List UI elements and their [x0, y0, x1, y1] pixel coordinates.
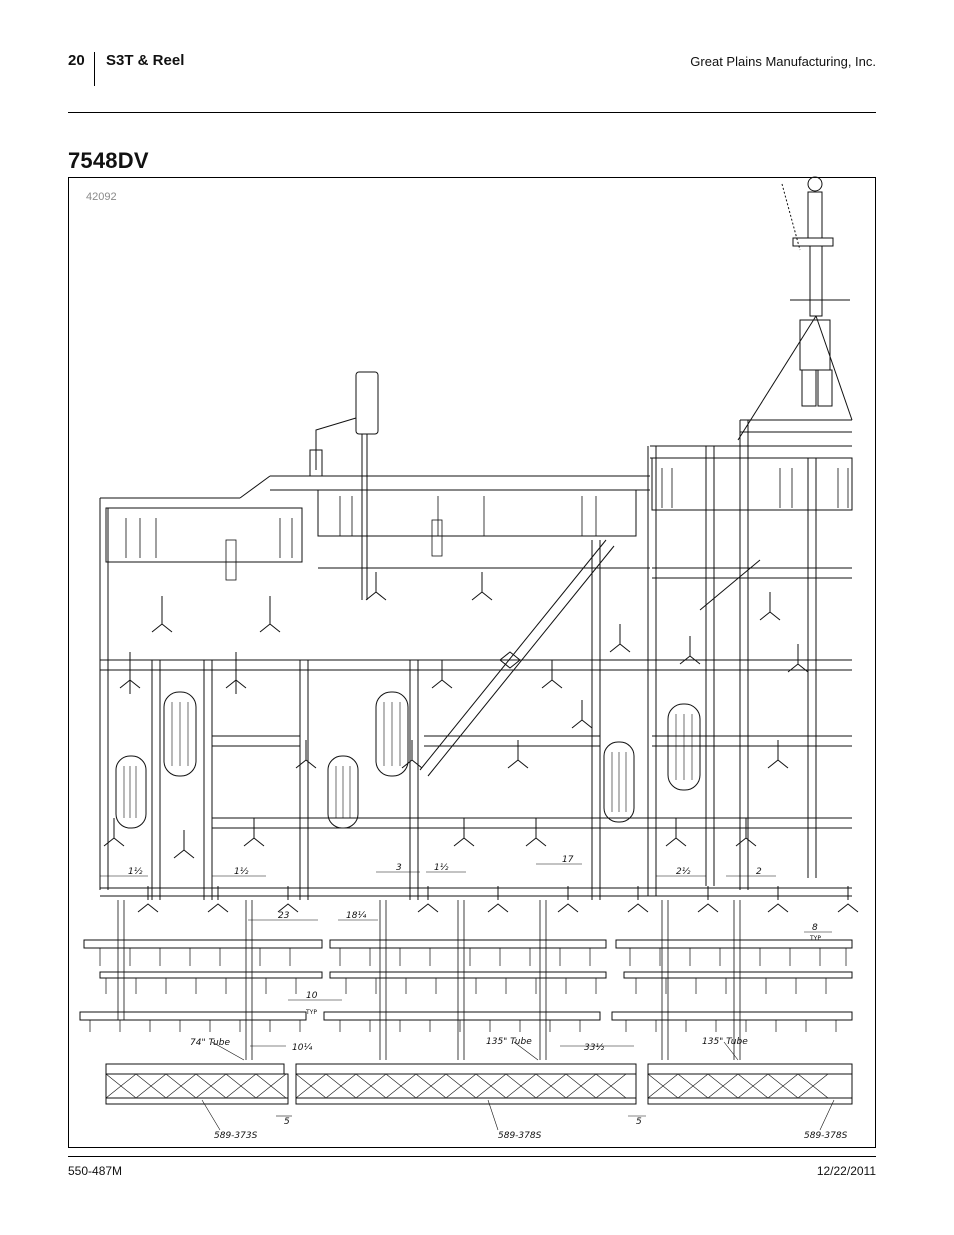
footer-rule — [68, 1156, 876, 1157]
callout-135-tube-b: 135" Tube — [702, 1037, 748, 1047]
figure-number: 42092 — [86, 191, 117, 203]
callout-part-589-373s: 589-373S — [214, 1131, 258, 1141]
dim-5: 3 — [396, 863, 402, 873]
dim-14: 5 — [284, 1117, 290, 1127]
publication-date: 12/22/2011 — [816, 1164, 876, 1178]
header-divider — [94, 52, 95, 86]
dim-11-typ: TYP — [305, 1009, 317, 1016]
top-frame — [99, 419, 853, 890]
dimension-lines — [100, 863, 835, 1131]
dimension-labels: 1½ 1½ 23 18¼ 3 1½ 17 2½ 2 8 TYP 10 TYP 1… — [128, 855, 848, 1141]
page-number: 20 — [68, 52, 85, 69]
harrow-tine-bars — [79, 939, 853, 1032]
callout-part-589-378s-a: 589-378S — [498, 1131, 542, 1141]
figure-frame — [68, 177, 876, 1148]
lift-crank — [309, 371, 379, 600]
harrow-spring-coils — [117, 900, 741, 1060]
callout-74-tube: 74" Tube — [190, 1038, 230, 1048]
dim-11: 10 — [306, 991, 318, 1001]
frame-verticals — [151, 420, 817, 900]
section-title: 7548DV — [68, 148, 149, 173]
transport-tires — [115, 691, 701, 829]
header-rule — [68, 112, 876, 113]
dim-8: 2½ — [676, 867, 691, 877]
document-title: S3T & Reel — [106, 52, 185, 69]
callout-135-tube-a: 135" Tube — [486, 1037, 532, 1047]
dim-3: 23 — [278, 911, 290, 921]
frame-cross-members — [100, 539, 852, 897]
dim-10: 8 — [812, 923, 818, 933]
dim-4: 18¼ — [346, 911, 366, 921]
dim-6: 1½ — [434, 863, 449, 873]
dim-2: 1½ — [234, 867, 249, 877]
dim-12: 10¼ — [292, 1043, 312, 1053]
dim-9: 2 — [756, 867, 762, 877]
dim-7: 17 — [562, 855, 574, 865]
hitch-assembly — [737, 176, 853, 441]
top-spring-gangs — [125, 468, 849, 581]
dim-13: 33½ — [584, 1043, 604, 1053]
dim-15: 5 — [636, 1117, 642, 1127]
field-cultivator-shanks — [103, 572, 859, 913]
dim-1: 1½ — [128, 867, 143, 877]
dim-10-typ: TYP — [809, 935, 821, 942]
rolling-reel-baskets — [105, 1063, 853, 1105]
company-name: Great Plains Manufacturing, Inc. — [690, 54, 876, 69]
manual-part-number: 550-487M — [68, 1164, 123, 1178]
callout-part-589-378s-b: 589-378S — [804, 1131, 848, 1141]
